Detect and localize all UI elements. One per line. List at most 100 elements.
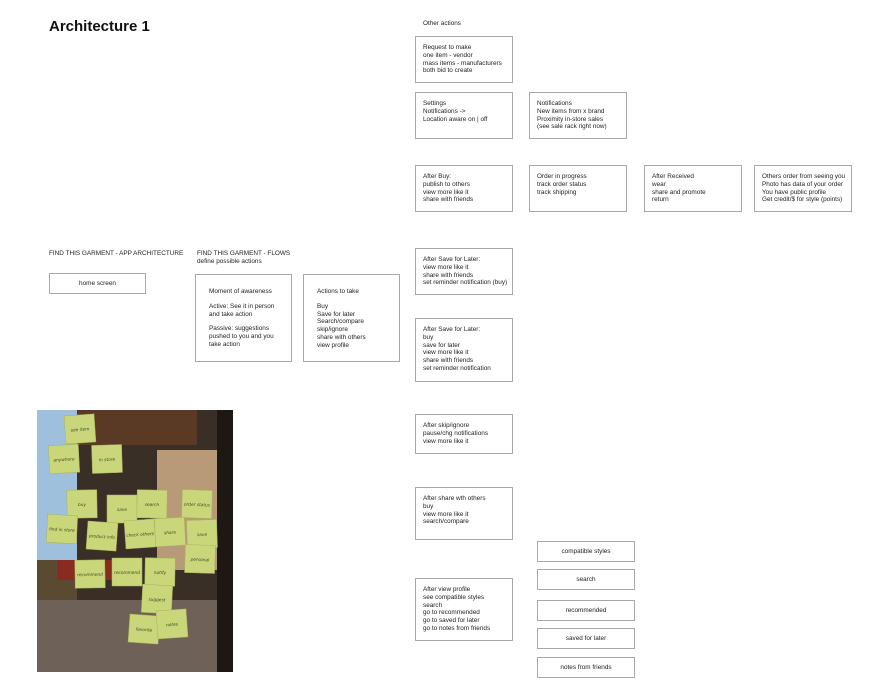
box-line: see compatible styles — [423, 593, 485, 601]
sticky-note-text: product info — [88, 533, 116, 541]
sticky-note-text: suggest — [148, 597, 166, 604]
sticky-notes-photo-svg: see item anywhere in store buy save search ord… — [37, 410, 233, 672]
moment-active-line: Active: See it in person — [209, 302, 275, 310]
box-line: Settings — [423, 100, 447, 107]
sticky-note-text: buy — [78, 502, 87, 508]
photo-roof — [77, 410, 197, 445]
box-line: mass items - manufacturers — [423, 59, 502, 67]
flows-title: FIND THIS GARMENT - FLOWS — [197, 250, 291, 257]
home-screen-box[interactable]: home screen — [49, 273, 146, 294]
sticky-note: notify — [144, 557, 176, 587]
recommended-box[interactable]: recommended — [537, 600, 635, 621]
sticky-note-text: in store — [99, 457, 116, 464]
sticky-note-text: personal — [190, 557, 211, 564]
moment-passive-line: pushed to you and you — [209, 333, 274, 341]
box-line: both bid to create — [423, 67, 473, 75]
actions-to-take-box[interactable]: Actions to take Buy Save for later Searc… — [303, 274, 400, 362]
request-to-make-box[interactable]: Request to make one item - vendor mass i… — [415, 36, 513, 83]
sticky-notes-photo: see item anywhere in store buy save search ord… — [37, 410, 233, 672]
box-line: go to recommended — [423, 609, 480, 617]
sticky-note-paper — [91, 444, 123, 474]
sticky-note-text: check others — [126, 531, 155, 539]
box-line: After share wth others — [423, 495, 486, 502]
moment-active-line: and take action — [209, 310, 253, 318]
after-received-box[interactable]: After Received wear share and promote re… — [644, 165, 742, 212]
sticky-note-paper — [46, 514, 78, 545]
notes-from-friends-box[interactable]: notes from friends — [537, 657, 635, 678]
action-item: skip/ignore — [317, 326, 348, 334]
box-line: After Save for Later: — [423, 256, 481, 263]
moment-passive-line: take action — [209, 341, 240, 349]
sticky-note-paper — [63, 413, 97, 445]
after-save-for-later-box-2[interactable]: After Save for Later: buy save for later… — [415, 318, 513, 382]
box-line: (see sale rack right now) — [537, 123, 607, 131]
sticky-note: search — [136, 489, 168, 519]
box-line: view more like it — [423, 437, 469, 445]
notifications-box[interactable]: Notifications New items from x brand Pro… — [529, 92, 627, 139]
after-view-profile-box[interactable]: After view profile see compatible styles… — [415, 578, 513, 641]
sticky-note-text: find in store — [49, 526, 75, 533]
sticky-note: see item — [63, 413, 97, 445]
sticky-note: order status — [181, 489, 213, 519]
sticky-note-text: save — [117, 508, 127, 513]
action-item: Buy — [317, 302, 329, 310]
sticky-note-text: share — [164, 530, 177, 537]
box-line: share with friends — [423, 271, 474, 279]
compatible-styles-box[interactable]: compatible styles — [537, 541, 635, 562]
sticky-note-text: anywhere — [53, 456, 75, 463]
settings-box[interactable]: Settings Notifications -> Location aware… — [415, 92, 513, 139]
sticky-note: notes — [155, 608, 189, 640]
box-line: go to notes from friends — [423, 625, 491, 633]
after-buy-box[interactable]: After Buy: publish to others view more l… — [415, 165, 513, 212]
sticky-note-paper — [184, 544, 216, 574]
flows-label: FIND THIS GARMENT - FLOWS define possibl… — [197, 250, 290, 267]
flows-subtitle: define possible actions — [197, 258, 262, 266]
action-item: share with others — [317, 334, 366, 342]
sticky-note-text: notify — [154, 570, 167, 576]
box-line: publish to others — [423, 180, 470, 188]
sticky-note: buy — [66, 489, 98, 519]
after-skip-ignore-box[interactable]: After skip/ignore pause/chg notification… — [415, 414, 513, 454]
box-line: wear — [652, 180, 666, 188]
box-line: one item - vendor — [423, 51, 473, 59]
box-line: track shipping — [537, 188, 577, 196]
sticky-note-text: notes — [166, 621, 179, 628]
box-line: pause/chg notifications — [423, 429, 489, 437]
box-line: Location aware on | off — [423, 115, 488, 123]
box-line: view more like it — [423, 263, 469, 271]
box-line: set reminder notification (buy) — [423, 279, 508, 287]
sticky-note-paper — [48, 443, 80, 474]
order-in-progress-box[interactable]: Order in progress track order status tra… — [529, 165, 627, 212]
box-line: share with friends — [423, 196, 474, 204]
sticky-note-paper — [136, 489, 168, 519]
sticky-note-text: recommend — [114, 570, 140, 576]
moment-of-awareness-box[interactable]: Moment of awareness Active: See it in pe… — [195, 274, 292, 362]
box-line: Notifications -> — [423, 107, 466, 115]
sticky-note-paper — [155, 608, 189, 640]
sticky-note-text: favorite — [135, 626, 152, 633]
saved-for-later-box[interactable]: saved for later — [537, 628, 635, 649]
box-line: Proximity in-store sales — [537, 115, 604, 123]
sticky-note: suggest — [141, 584, 173, 615]
sticky-note-paper — [154, 516, 186, 547]
box-line: buy — [423, 502, 434, 510]
moment-passive-line: Passive: suggestions — [209, 325, 270, 333]
after-save-for-later-box[interactable]: After Save for Later: view more like it … — [415, 248, 513, 295]
sticky-note: recommend — [111, 557, 143, 587]
sticky-note-paper — [66, 489, 98, 519]
sticky-note-text: recommend — [77, 572, 103, 578]
sticky-note: save — [186, 519, 218, 549]
box-line: return — [652, 196, 669, 204]
sticky-note-text: search — [145, 502, 160, 508]
sticky-note: recommend — [74, 559, 106, 589]
after-share-box[interactable]: After share wth others buy view more lik… — [415, 487, 513, 540]
sticky-note-paper — [181, 489, 213, 519]
sticky-note: save — [106, 494, 138, 524]
others-order-box[interactable]: Others order from seeing you Photo has d… — [754, 165, 852, 212]
sticky-note: share — [154, 516, 186, 547]
box-line: Order in progress — [537, 173, 587, 180]
box-line: view more like it — [423, 349, 469, 357]
search-box[interactable]: search — [537, 569, 635, 590]
box-line: buy — [423, 333, 434, 341]
box-line: go to saved for later — [423, 617, 480, 625]
